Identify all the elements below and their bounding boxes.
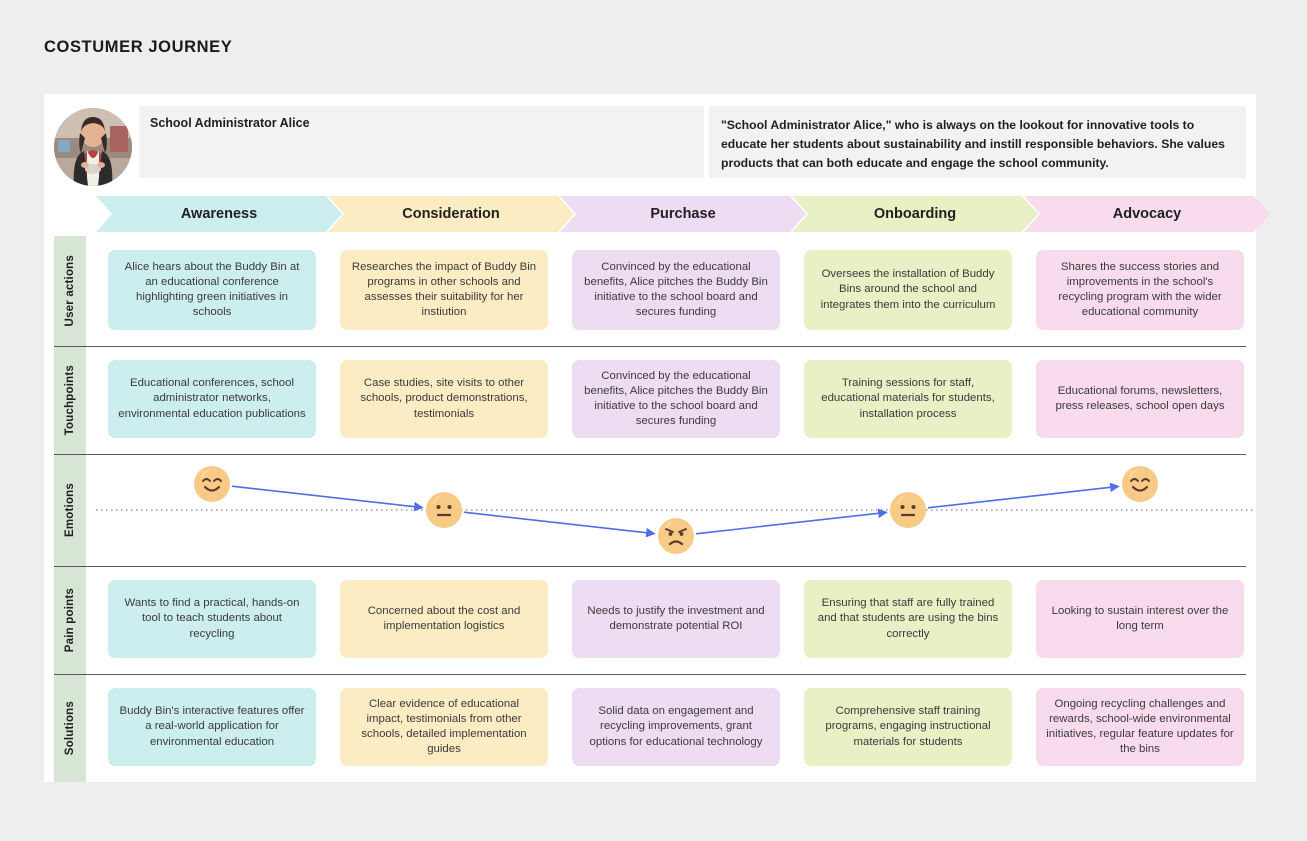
page-title: COSTUMER JOURNEY [44,38,233,56]
stage-chevron-purchase[interactable]: Purchase [560,196,806,232]
stage-label: Purchase [650,206,716,222]
stage-label: Consideration [402,206,500,222]
row-label-text: Solutions [64,700,76,756]
cell-text: Case studies, site visits to other schoo… [360,377,528,420]
cell-text: Ongoing recycling challenges and rewards… [1046,697,1234,756]
cell-text: Clear evidence of educational impact, te… [361,697,527,756]
cell-text: Convinced by the educational benefits, A… [584,260,768,319]
neutral-face-icon[interactable] [889,491,927,529]
row-label-text: Touchpoints [64,364,76,436]
cell-user-actions-onboarding[interactable]: Oversees the installation of Buddy Bins … [804,250,1012,330]
emotions-line-svg [96,482,1256,538]
cell-pain-points-advocacy[interactable]: Looking to sustain interest over the lon… [1036,580,1244,658]
row-label-column [54,236,86,782]
row-label-touchpoints: Touchpoints [54,346,86,454]
cell-solutions-consideration[interactable]: Clear evidence of educational impact, te… [340,688,548,766]
cell-touchpoints-onboarding[interactable]: Training sessions for staff, educational… [804,360,1012,438]
cell-text: Concerned about the cost and implementat… [367,604,521,632]
sad-face-icon[interactable] [657,517,695,555]
row-label-pain-points: Pain points [54,566,86,674]
cell-text: Ensuring that staff are fully trained an… [817,597,999,640]
cell-text: Looking to sustain interest over the lon… [1051,604,1229,632]
row-label-text: User actions [64,255,76,327]
persona-name-box: School Administrator Alice [139,106,704,178]
stage-header-row: Awareness Consideration Purchase Onboarding… [96,196,1256,232]
persona-photo-avatar [54,108,132,186]
row-separator [54,454,1246,455]
row-separator [54,346,1246,347]
row-separator [54,566,1246,567]
cell-solutions-awareness[interactable]: Buddy Bin's interactive features offer a… [108,688,316,766]
cell-touchpoints-purchase[interactable]: Convinced by the educational benefits, A… [572,360,780,438]
cell-text: Convinced by the educational benefits, A… [584,369,768,428]
happy-face-icon[interactable] [193,465,231,503]
row-separator [54,674,1246,675]
cell-user-actions-purchase[interactable]: Convinced by the educational benefits, A… [572,250,780,330]
persona-header: School Administrator Alice "School Admin… [44,94,1256,188]
cell-solutions-onboarding[interactable]: Comprehensive staff training programs, e… [804,688,1012,766]
cell-touchpoints-awareness[interactable]: Educational conferences, school administ… [108,360,316,438]
journey-grid: User actions Alice hears about the Buddy … [44,236,1256,782]
persona-name: School Administrator Alice [150,116,310,130]
row-label-solutions: Solutions [54,674,86,782]
cell-user-actions-consideration[interactable]: Researches the impact of Buddy Bin progr… [340,250,548,330]
cell-pain-points-onboarding[interactable]: Ensuring that staff are fully trained an… [804,580,1012,658]
cell-text: Comprehensive staff training programs, e… [825,705,991,748]
cell-text: Researches the impact of Buddy Bin progr… [351,260,537,319]
cell-user-actions-advocacy[interactable]: Shares the success stories and improveme… [1036,250,1244,330]
row-label-text: Pain points [64,587,76,653]
row-label-user-actions: User actions [54,236,86,346]
journey-board: School Administrator Alice "School Admin… [44,94,1256,782]
cell-pain-points-awareness[interactable]: Wants to find a practical, hands-on tool… [108,580,316,658]
emotion-connector [463,511,656,538]
cell-text: Wants to find a practical, hands-on tool… [124,597,300,640]
neutral-face-icon[interactable] [425,491,463,529]
cell-pain-points-consideration[interactable]: Concerned about the cost and implementat… [340,580,548,658]
cell-text: Training sessions for staff, educational… [821,377,995,420]
row-label-text: Emotions [64,483,76,537]
cell-solutions-purchase[interactable]: Solid data on engagement and recycling i… [572,688,780,766]
stage-label: Advocacy [1112,206,1182,222]
cell-solutions-advocacy[interactable]: Ongoing recycling challenges and rewards… [1036,688,1244,766]
cell-text: Educational forums, newsletters, press r… [1055,384,1225,412]
stage-chevron-consideration[interactable]: Consideration [328,196,574,232]
cell-user-actions-awareness[interactable]: Alice hears about the Buddy Bin at an ed… [108,250,316,330]
stage-chevron-awareness[interactable]: Awareness [96,196,342,232]
persona-quote-box: "School Administrator Alice," who is alw… [709,106,1246,178]
cell-touchpoints-advocacy[interactable]: Educational forums, newsletters, press r… [1036,360,1244,438]
cell-text: Educational conferences, school administ… [118,377,306,420]
stage-chevron-onboarding[interactable]: Onboarding [792,196,1038,232]
cell-pain-points-purchase[interactable]: Needs to justify the investment and demo… [572,580,780,658]
cell-text: Needs to justify the investment and demo… [587,604,765,632]
cell-touchpoints-consideration[interactable]: Case studies, site visits to other schoo… [340,360,548,438]
stage-label: Awareness [180,206,258,222]
emotion-connector [695,508,888,535]
happy-face-icon[interactable] [1121,465,1159,503]
emotion-connector [231,485,424,512]
cell-text: Solid data on engagement and recycling i… [589,705,763,748]
persona-quote: "School Administrator Alice," who is alw… [721,118,1225,170]
cell-text: Shares the success stories and improveme… [1058,260,1222,319]
stage-chevron-advocacy[interactable]: Advocacy [1024,196,1270,232]
cell-text: Oversees the installation of Buddy Bins … [820,268,996,311]
cell-text: Alice hears about the Buddy Bin at an ed… [124,260,300,319]
row-label-emotions: Emotions [54,454,86,566]
emotion-connector [927,482,1120,509]
cell-text: Buddy Bin's interactive features offer a… [119,705,305,748]
stage-label: Onboarding [873,206,957,222]
emotions-chart [96,458,1256,562]
